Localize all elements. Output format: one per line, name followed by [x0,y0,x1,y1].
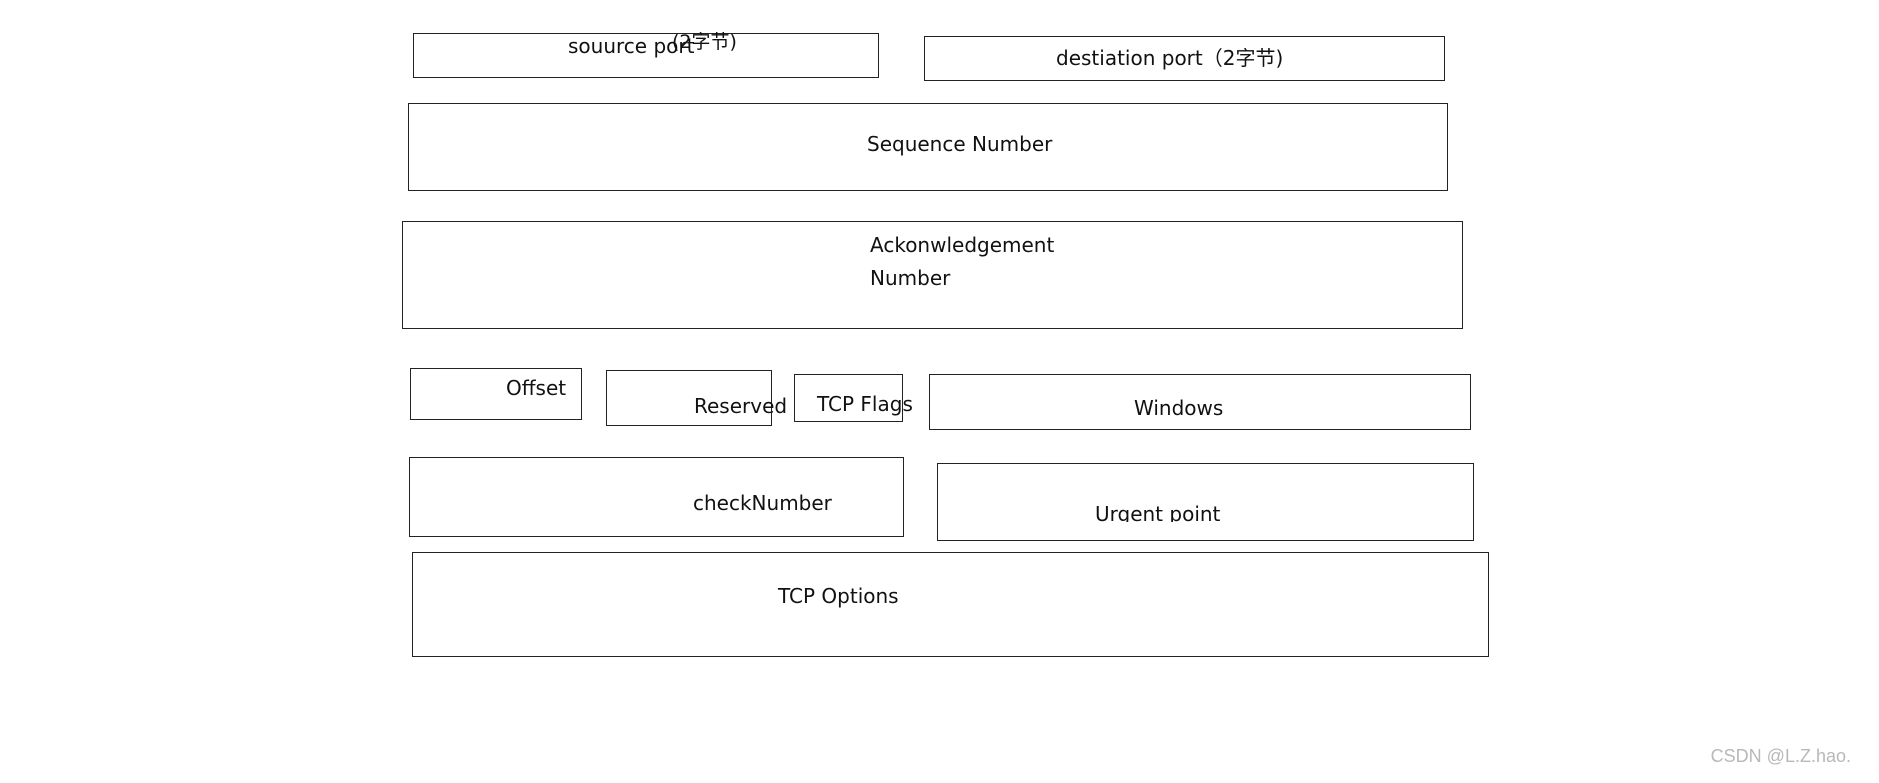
acknowledgement-number-label-clip: Ackonwledgement Number [868,233,1068,287]
urgent-point-field [937,463,1474,541]
tcp-options-field [412,552,1489,657]
source-port-label: souurce port [568,34,695,58]
acknowledgement-number-field [402,221,1463,329]
source-port-field [413,33,879,78]
reserved-field [606,370,772,426]
destination-port-label: destiation port（2字节) [1056,46,1284,70]
sequence-number-field [408,103,1448,191]
check-number-label: checkNumber [693,491,832,515]
sequence-number-label: Sequence Number [867,132,1053,156]
watermark: CSDN @L.Z.hao. [1710,746,1851,766]
windows-label: Windows [1134,396,1224,420]
acknowledgement-number-label-line1: Ackonwledgement [870,233,1055,257]
destination-port-field [924,36,1445,81]
offset-field [410,368,582,420]
offset-label: Offset [506,376,567,400]
check-number-field [409,457,904,537]
tcp-flags-field [794,374,903,422]
tcp-flags-label: TCP Flags [817,392,913,416]
urgent-point-label: Urgent point [1095,503,1221,522]
acknowledgement-number-label-line2: Number [870,266,951,287]
windows-field [929,374,1471,430]
source-port-size-label: (2字节) [672,31,737,53]
reserved-label: Reserved [694,394,788,418]
urgent-point-label-clip: Urgent point [1094,503,1234,522]
tcp-options-label: TCP Options [778,584,899,608]
